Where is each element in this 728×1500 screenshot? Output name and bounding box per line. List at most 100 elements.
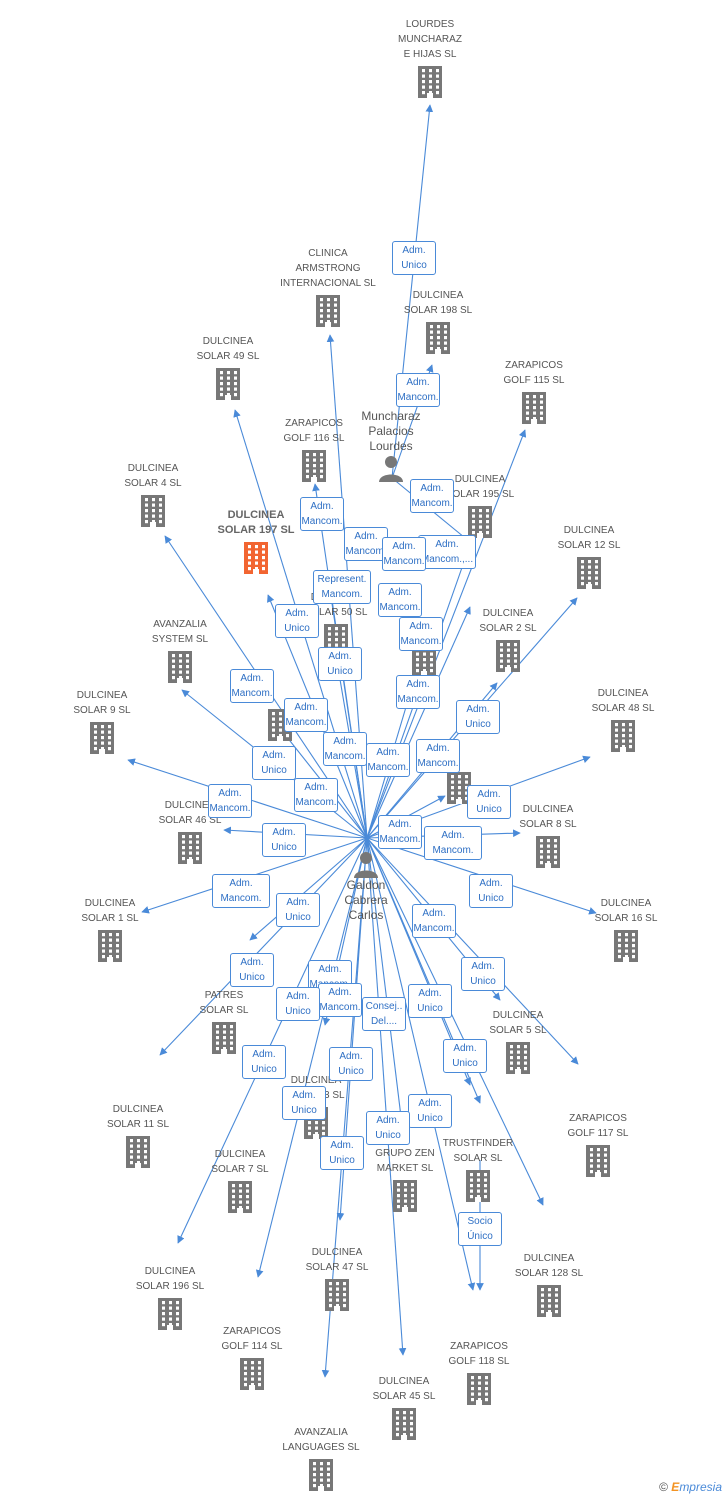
company-dulcinea-solar-5[interactable]: DULCINEA SOLAR 5 SL (458, 1008, 578, 1074)
relation-badge[interactable]: Adm. Unico (282, 1086, 326, 1120)
company-zarapicos-golf-116[interactable]: ZARAPICOS GOLF 116 SL (254, 416, 374, 482)
building-icon (496, 640, 520, 672)
relation-badge[interactable]: Adm. Mancom. (344, 527, 388, 561)
relation-edge (391, 104, 434, 479)
relation-badge[interactable]: Adm. Unico (242, 1045, 286, 1079)
relation-badge[interactable]: Consej.. Del.... (362, 997, 406, 1031)
company-zarapicos-golf-114[interactable]: ZARAPICOS GOLF 114 SL (192, 1324, 312, 1390)
relation-badge[interactable]: Adm. Mancom. (318, 983, 362, 1017)
relation-badge[interactable]: Adm. Unico (408, 984, 452, 1018)
building-icon (325, 1279, 349, 1311)
relation-badge[interactable]: Adm. Mancom. (378, 815, 422, 849)
company-label: DULCINEA SOLAR 49 SL (196, 336, 260, 362)
company-grupo-zen-market[interactable]: GRUPO ZEN MARKET SL (345, 1146, 465, 1212)
relation-badge[interactable]: Socio Único (458, 1212, 502, 1246)
company-zarapicos-golf-118[interactable]: ZARAPICOS GOLF 118 SL (419, 1339, 539, 1405)
relation-badge[interactable]: Adm. Mancom. (323, 732, 367, 766)
company-zarapicos-golf-117[interactable]: ZARAPICOS GOLF 117 SL (538, 1111, 658, 1177)
company-dulcinea-solar-197-focus[interactable]: DULCINEA SOLAR 197 SL (196, 508, 316, 574)
relation-badge[interactable]: Adm. Mancom. (396, 373, 440, 407)
building-icon (216, 368, 240, 400)
company-label: DULCINEA SOLAR 4 SL (124, 463, 182, 489)
company-label: ZARAPICOS GOLF 117 SL (567, 1113, 629, 1139)
relation-badge[interactable]: Adm. Unico (456, 700, 500, 734)
building-icon (611, 720, 635, 752)
company-label: DULCINEA SOLAR 198 SL (403, 290, 473, 316)
company-dulcinea-solar-48[interactable]: DULCINEA SOLAR 48 SL (563, 686, 683, 752)
company-dulcinea-solar-46[interactable]: DULCINEA SOLAR 46 SL (130, 798, 250, 864)
company-dulcinea-solar-45[interactable]: DULCINEA SOLAR 45 SL (344, 1374, 464, 1440)
relation-badge[interactable]: Adm. Mancom. (396, 675, 440, 709)
company-label: DULCINEA SOLAR 48 SL (591, 688, 655, 714)
company-dulcinea-solar-9[interactable]: DULCINEA SOLAR 9 SL (42, 688, 162, 754)
company-dulcinea-solar-4[interactable]: DULCINEA SOLAR 4 SL (93, 461, 213, 527)
relation-badge[interactable]: Adm. Mancom. (208, 784, 252, 818)
company-dulcinea-solar-8[interactable]: DULCINEA SOLAR 8 SL (488, 802, 608, 868)
building-icon (141, 495, 165, 527)
relation-badge[interactable]: Adm. Unico (443, 1039, 487, 1073)
company-avanzalia-languages[interactable]: AVANZALIA LANGUAGES SL (261, 1425, 381, 1491)
building-icon (393, 1180, 417, 1212)
relation-badge[interactable]: Adm. Unico (329, 1047, 373, 1081)
relation-badge[interactable]: Adm. Unico (469, 874, 513, 908)
relation-badge[interactable]: Adm. Mancom. (416, 739, 460, 773)
relation-badge[interactable]: Adm. Unico (275, 604, 319, 638)
company-dulcinea-solar-11[interactable]: DULCINEA SOLAR 11 SL (78, 1102, 198, 1168)
relation-badge[interactable]: Adm. Mancom. (424, 826, 482, 860)
relation-badge[interactable]: Adm. Unico (318, 647, 362, 681)
relation-badge[interactable]: Adm. Unico (366, 1111, 410, 1145)
relation-badge[interactable]: Adm. Mancom. (410, 479, 454, 513)
company-label: AVANZALIA SYSTEM SL (151, 619, 209, 645)
company-dulcinea-solar-196[interactable]: DULCINEA SOLAR 196 SL (110, 1264, 230, 1330)
relation-badge[interactable]: Adm. Mancom. (230, 669, 274, 703)
relation-badge[interactable]: Adm. Unico (461, 957, 505, 991)
relation-badge[interactable]: Adm. Mancom. (284, 698, 328, 732)
relation-badge[interactable]: Adm. Unico (408, 1094, 452, 1128)
building-icon (577, 557, 601, 589)
relation-badge[interactable]: Adm. Mancom. (212, 874, 270, 908)
relation-badge[interactable]: Adm. Unico (252, 746, 296, 780)
building-icon (418, 66, 442, 98)
company-dulcinea-solar-49[interactable]: DULCINEA SOLAR 49 SL (168, 334, 288, 400)
relation-badge[interactable]: Adm. Unico (230, 953, 274, 987)
person-galdon-cabrera-carlos[interactable]: Galdon Cabrera Carlos (321, 850, 411, 923)
relation-badge[interactable]: Adm. Mancom. (300, 497, 344, 531)
company-dulcinea-solar-1[interactable]: DULCINEA SOLAR 1 SL (50, 896, 170, 962)
company-dulcinea-solar-7[interactable]: DULCINEA SOLAR 7 SL (180, 1147, 300, 1213)
building-icon (212, 1022, 236, 1054)
relation-badge[interactable]: Adm. Mancom. (382, 537, 426, 571)
company-dulcinea-solar-right[interactable] (399, 768, 519, 804)
company-dulcinea-solar-198[interactable]: DULCINEA SOLAR 198 SL (378, 288, 498, 354)
company-label: ZARAPICOS GOLF 116 SL (283, 418, 345, 444)
building-icon (316, 295, 340, 327)
company-dulcinea-solar-47[interactable]: DULCINEA SOLAR 47 SL (277, 1245, 397, 1311)
company-dulcinea-solar-2[interactable]: DULCINEA SOLAR 2 SL (448, 606, 568, 672)
relation-badge[interactable]: Adm. Mancom. (366, 743, 410, 777)
relation-badge[interactable]: Adm. Unico (276, 987, 320, 1021)
relation-badge[interactable]: Adm. Unico (467, 785, 511, 819)
building-icon (467, 1373, 491, 1405)
company-dulcinea-solar-128[interactable]: DULCINEA SOLAR 128 SL (489, 1251, 609, 1317)
company-label: DULCINEA SOLAR 16 SL (594, 898, 658, 924)
person-muncharaz-palacios-lourdes[interactable]: Muncharaz Palacios Lourdes (346, 409, 436, 482)
relation-badge[interactable]: Adm. Mancom. (399, 617, 443, 651)
relation-badge[interactable]: Represent. Mancom. (313, 570, 371, 604)
company-zarapicos-golf-115[interactable]: ZARAPICOS GOLF 115 SL (474, 358, 594, 424)
relation-badge[interactable]: Adm. Unico (276, 893, 320, 927)
relation-badge[interactable]: Adm. Unico (262, 823, 306, 857)
relation-badge[interactable]: Adm. Unico (320, 1136, 364, 1170)
relation-badge[interactable]: Adm. Mancom.,... (418, 535, 476, 569)
company-clinica-armstrong[interactable]: CLINICA ARMSTRONG INTERNACIONAL SL (268, 246, 388, 327)
relation-badge[interactable]: Adm. Unico (392, 241, 436, 275)
building-icon (614, 930, 638, 962)
company-trustfinder-solar[interactable]: TRUSTFINDER SOLAR SL (418, 1136, 538, 1202)
company-lourdes-muncharaz-e-hijas[interactable]: LOURDES MUNCHARAZ E HIJAS SL (370, 17, 490, 98)
company-dulcinea-solar-195[interactable]: DULCINEA SOLAR 195 SL (420, 472, 540, 538)
company-dulcinea-solar-16[interactable]: DULCINEA SOLAR 16 SL (566, 896, 686, 962)
company-avanzalia-system[interactable]: AVANZALIA SYSTEM SL (120, 617, 240, 683)
relation-badge[interactable]: Adm. Mancom. (378, 583, 422, 617)
relation-badge[interactable]: Adm. Mancom. (412, 904, 456, 938)
company-dulcinea-solar-12[interactable]: DULCINEA SOLAR 12 SL (529, 523, 649, 589)
relation-badge[interactable]: Adm. Mancom. (294, 778, 338, 812)
company-patres-solar[interactable]: PATRES SOLAR SL (164, 988, 284, 1054)
